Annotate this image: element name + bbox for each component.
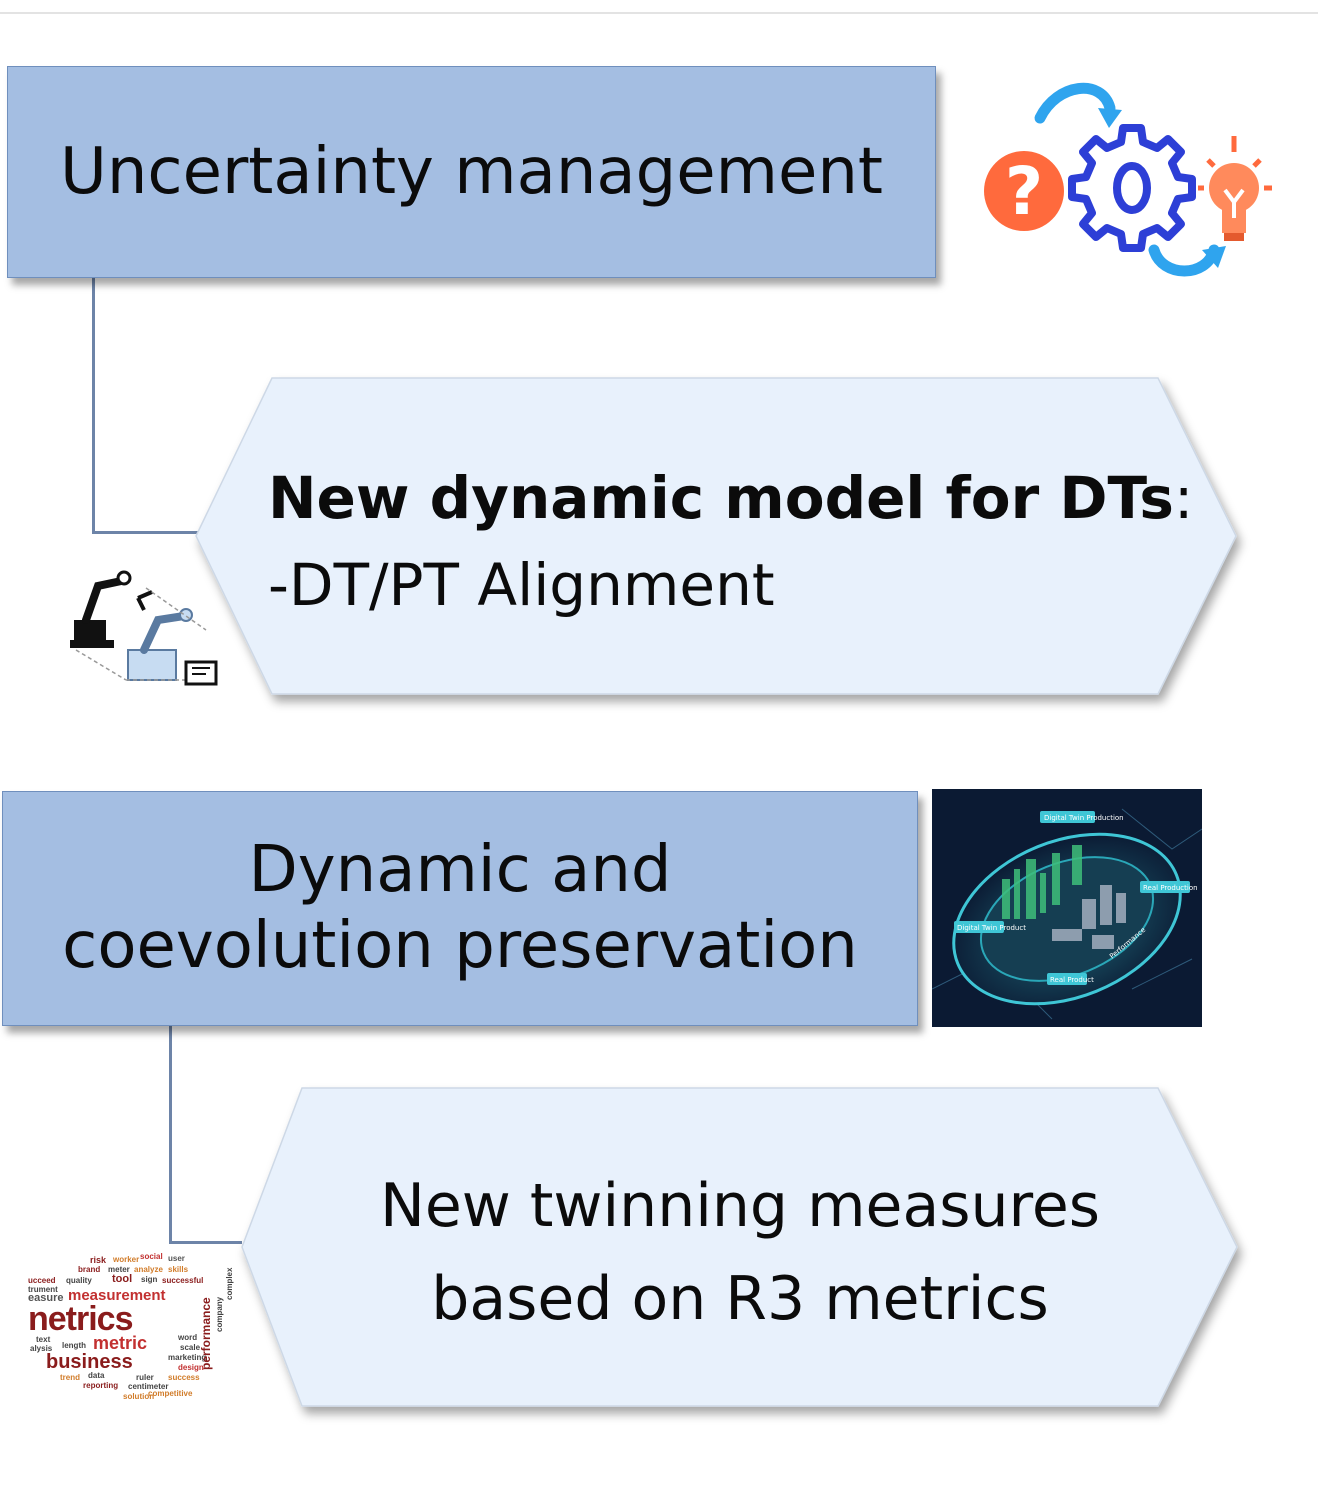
question-mark-glyph: ? [1005,153,1043,230]
cloud-word: design [178,1363,204,1372]
cloud-word: measurement [68,1287,166,1304]
cloud-word: scale [180,1343,201,1352]
connector-vertical-2 [169,1012,172,1244]
cloud-word: user [168,1254,185,1263]
cloud-word: easure [28,1292,64,1304]
cloud-word: marketing [168,1353,207,1362]
dynamic-coevolution-line-1: Dynamic and [248,832,672,907]
cloud-word: centimeter [128,1382,169,1391]
cloud-word: meter [108,1265,130,1274]
gear-icon [1068,124,1196,252]
uncertainty-management-box: Uncertainty management [7,66,936,278]
lightbulb-icon [1198,136,1272,241]
connector-horizontal-2 [169,1241,242,1244]
cloud-word: trument [28,1285,58,1294]
cloud-word: risk [90,1255,107,1265]
cloud-word: solution [123,1392,155,1401]
cloud-word: text [36,1335,51,1344]
cloud-word: brand [78,1265,101,1274]
dt-model-text: New dynamic model for DTs: -DT/PT Alignm… [268,455,1208,629]
cloud-word: sign [141,1275,158,1284]
twinning-measures-line-1: New twinning measures [379,1171,1101,1241]
cloud-word: business [46,1351,133,1373]
cloud-word: alysis [30,1344,53,1353]
cloud-word: analyze [134,1265,163,1274]
twin-label-real-production: Real Production [1143,884,1198,892]
question-gear-lightbulb-icon: ? [984,82,1272,277]
cloud-word: quality [66,1276,92,1285]
cloud-word: success [168,1373,200,1382]
twin-label-dt-production: Digital Twin Production [1044,814,1124,822]
top-divider [0,12,1318,14]
cloud-word: ucceed [28,1276,56,1285]
cloud-word: skills [168,1265,189,1274]
connector-vertical-1 [92,278,95,534]
cloud-word: data [88,1371,105,1380]
cloud-word: company [215,1296,224,1332]
dt-model-title-suffix: : [1173,464,1194,532]
robot-arm-icon [70,570,218,686]
dynamic-coevolution-box: Dynamic and coevolution preservation [2,791,918,1026]
cloud-word: reporting [83,1381,119,1390]
dt-model-bullet: -DT/PT Alignment [268,551,775,619]
dt-model-title: New dynamic model for DTs: [268,455,1208,542]
cloud-word: trend [60,1373,80,1382]
digital-twin-image: Digital Twin Production Real Production … [932,789,1202,1027]
dt-model-title-bold: New dynamic model for DTs [268,464,1174,532]
cloud-word: length [62,1341,86,1350]
twin-label-real-product: Real Product [1050,976,1094,984]
cloud-word: competitive [148,1389,193,1398]
cloud-word: netrics [28,1300,133,1338]
twinning-measures-line-2: based on R3 metrics [431,1264,1049,1334]
twinning-measures-text: New twinning measures based on R3 metric… [300,1160,1180,1346]
connector-horizontal-1 [92,531,198,534]
uncertainty-management-label: Uncertainty management [60,135,883,209]
cloud-word: social [140,1252,163,1261]
twin-label-dt-product: Digital Twin Product [957,924,1026,932]
cloud-word: worker [113,1255,140,1264]
cloud-word: tool [112,1273,133,1285]
cloud-word: complex [225,1267,234,1300]
cloud-word: metric [93,1333,148,1353]
cloud-word: ruler [136,1373,154,1382]
metrics-word-cloud-image: risk worker social user brand meter anal… [28,1250,252,1410]
dynamic-coevolution-line-2: coevolution preservation [62,908,858,983]
cloud-word: performance [199,1297,213,1370]
cloud-word: word [178,1333,198,1342]
cloud-word: successful [162,1276,204,1285]
